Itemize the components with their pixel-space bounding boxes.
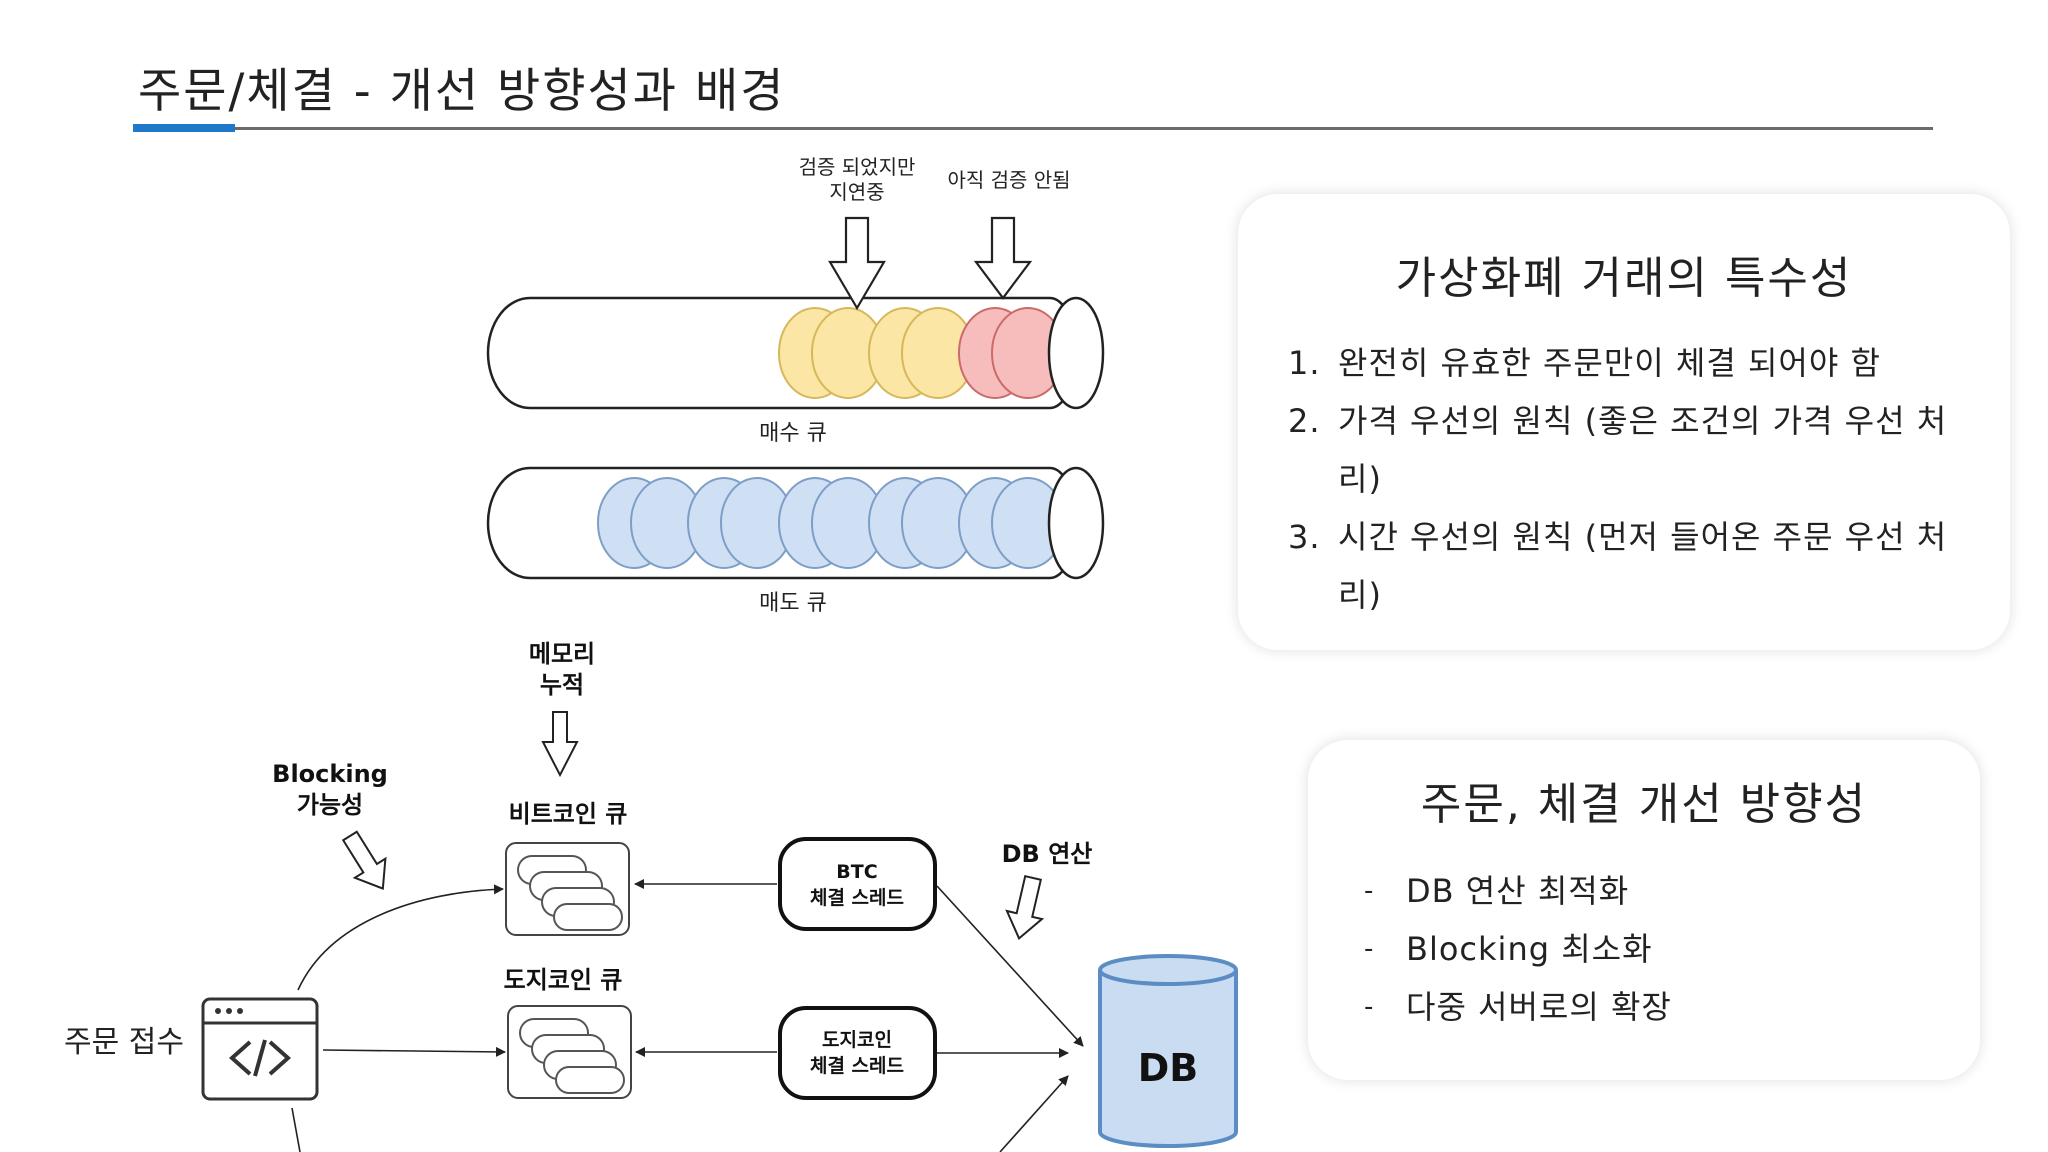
title-underline (133, 127, 1933, 130)
db-cylinder: DB (1098, 954, 1238, 1148)
sell-order-disc (868, 477, 975, 569)
sell-queue-label: 매도 큐 (759, 591, 827, 616)
arrow-btc-thread-to-db (936, 885, 1084, 1047)
svg-text:도지코인: 도지코인 (822, 1029, 892, 1051)
svg-text:BTC: BTC (836, 861, 877, 883)
list-dash: - (1364, 876, 1375, 906)
down-arrow-icon (541, 711, 579, 778)
list-text: Blocking 최소화 (1406, 930, 1653, 968)
memory-label: 메모리 (529, 640, 595, 668)
list-text: 완전히 유효한 주문만이 체결 되어야 함 (1338, 344, 1881, 382)
down-arrow-icon (973, 216, 1033, 300)
direction-list: - DB 연산 최적화 - Blocking 최소화 - 다중 서버로의 확장 (1364, 862, 1672, 1036)
order-receipt-label: 주문 접수 (64, 1025, 184, 1060)
card-title: 가상화폐 거래의 특수성 (1395, 253, 1853, 304)
arrow-code-down (291, 1107, 301, 1152)
list-dash: - (1364, 934, 1375, 964)
db-op-label: DB 연산 (1002, 840, 1093, 868)
characteristics-list: 1. 완전히 유효한 주문만이 체결 되어야 함 2. 가격 우선의 원칙 (좋은 … (1288, 334, 1978, 624)
arrow-lower-to-db (999, 1075, 1069, 1152)
svg-text:체결 스레드: 체결 스레드 (810, 887, 904, 909)
list-item: - 다중 서버로의 확장 (1364, 978, 1672, 1036)
diagonal-arrow-icon (1005, 875, 1045, 941)
down-arrow-icon (828, 216, 886, 311)
db-label: DB (1138, 1046, 1199, 1090)
list-text: 시간 우선의 원칙 (먼저 들어온 주문 우선 처리) (1338, 518, 1948, 614)
list-item: 2. 가격 우선의 원칙 (좋은 조건의 가격 우선 처리) (1288, 392, 1978, 508)
sell-queue (486, 466, 1105, 580)
card-crypto-characteristics: 가상화폐 거래의 특수성 1. 완전히 유효한 주문만이 체결 되어야 함 2. 가… (1238, 194, 2010, 650)
card-improvement-direction: 주문, 체결 개선 방향성 - DB 연산 최적화 - Blocking 최소화 -… (1308, 740, 1980, 1080)
not-verified-label: 아직 검증 안됨 (947, 168, 1070, 192)
svg-text:체결 스레드: 체결 스레드 (810, 1055, 904, 1077)
doge-thread-node: 도지코인 체결 스레드 (778, 1006, 937, 1100)
sell-order-disc (687, 477, 794, 569)
list-number: 1. (1288, 344, 1321, 382)
list-item: 1. 완전히 유효한 주문만이 체결 되어야 함 (1288, 334, 1978, 392)
blocking-label: 가능성 (297, 791, 363, 819)
list-text: 가격 우선의 원칙 (좋은 조건의 가격 우선 처리) (1338, 402, 1948, 498)
card-title: 주문, 체결 개선 방향성 (1420, 779, 1868, 830)
verified-delayed-label: 검증 되었지만 (799, 155, 916, 179)
list-item: - DB 연산 최적화 (1364, 862, 1672, 920)
diagonal-arrow-icon (341, 830, 387, 890)
arrow-code-to-doge-queue (322, 1046, 506, 1057)
buy-order-disc (778, 307, 885, 399)
flow-connectors (291, 879, 1084, 1152)
list-item: - Blocking 최소화 (1364, 920, 1672, 978)
list-dash: - (1364, 992, 1375, 1022)
page-title: 주문/체결 - 개선 방향성과 배경 (138, 64, 786, 119)
sell-order-disc (958, 477, 1065, 569)
sell-order-disc (778, 477, 885, 569)
list-text: 다중 서버로의 확장 (1406, 988, 1672, 1026)
arrow-code-to-btc-queue (297, 884, 504, 991)
code-window-icon (201, 997, 319, 1101)
list-text: DB 연산 최적화 (1406, 872, 1630, 910)
buy-queue-label: 매수 큐 (759, 421, 827, 446)
diagram-canvas: 매수 큐 매도 큐 검증 되었지만 지연중 아직 검증 안됨 메모리 누적 (64, 155, 1238, 1152)
unverified-order-disc (958, 307, 1065, 399)
btc-queue-label: 비트코인 큐 (509, 800, 628, 828)
title-accent-bar (133, 124, 235, 132)
btc-thread-node: BTC 체결 스레드 (778, 837, 937, 931)
buy-queue-mouth (1047, 296, 1105, 410)
list-item: 3. 시간 우선의 원칙 (먼저 들어온 주문 우선 처리) (1288, 508, 1978, 624)
list-number: 3. (1288, 518, 1321, 556)
btc-queue-box (505, 842, 630, 936)
verified-delayed-label: 지연중 (829, 180, 884, 204)
doge-queue-label: 도지코인 큐 (504, 966, 623, 994)
memory-label: 누적 (540, 671, 584, 699)
buy-queue (486, 296, 1105, 410)
doge-queue-box (507, 1005, 632, 1099)
sell-queue-mouth (1047, 466, 1105, 580)
blocking-label: Blocking (272, 760, 388, 788)
list-number: 2. (1288, 402, 1321, 440)
sell-order-disc (597, 477, 704, 569)
